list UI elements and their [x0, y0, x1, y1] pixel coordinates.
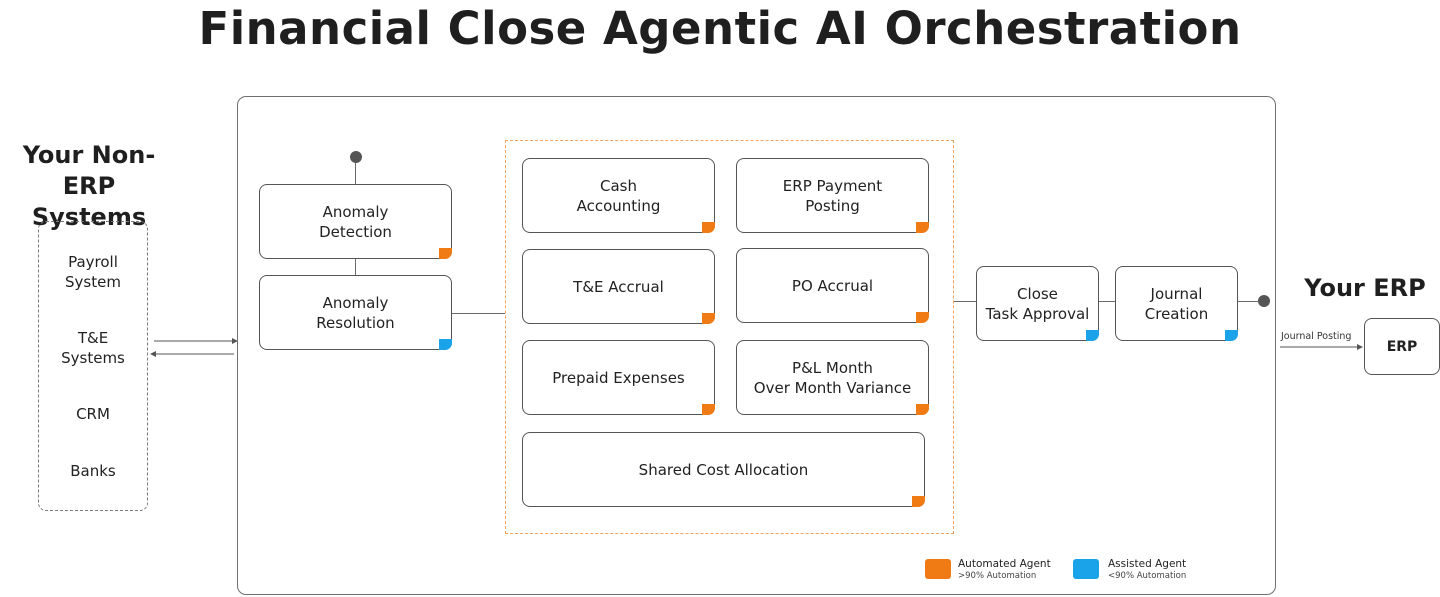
pl-variance-box[interactable]: P&L Month Over Month Variance: [736, 340, 929, 415]
automated-flag: [916, 222, 929, 233]
connector: [954, 301, 976, 302]
cash-accounting-label: Cash Accounting: [576, 176, 661, 215]
automated-agents-group: [505, 140, 954, 534]
assisted-flag: [439, 339, 452, 350]
journal-posting-arrow: [1280, 344, 1363, 350]
cash-accounting-box[interactable]: Cash Accounting: [522, 158, 715, 233]
erp-payment-posting-box[interactable]: ERP Payment Posting: [736, 158, 929, 233]
anomaly-detection-box[interactable]: Anomaly Detection: [259, 184, 452, 259]
erp-box-label: ERP: [1386, 338, 1418, 355]
erp-payment-posting-label: ERP Payment Posting: [782, 176, 883, 215]
orchestration-frame: [237, 96, 1276, 595]
shared-cost-allocation-box[interactable]: Shared Cost Allocation: [522, 432, 925, 507]
prepaid-expenses-label: Prepaid Expenses: [552, 368, 685, 387]
connector: [355, 259, 356, 275]
journal-creation-box[interactable]: Journal Creation: [1115, 266, 1238, 341]
automated-legend-swatch: [925, 559, 951, 579]
journal-creation-label: Journal Creation: [1144, 284, 1209, 323]
close-task-approval-label: Close Task Approval: [985, 284, 1090, 323]
pl-variance-label: P&L Month Over Month Variance: [753, 358, 912, 397]
source-te: T&E Systems: [61, 329, 125, 367]
source-payroll: Payroll System: [65, 253, 121, 291]
prepaid-expenses-box[interactable]: Prepaid Expenses: [522, 340, 715, 415]
te-accrual-box[interactable]: T&E Accrual: [522, 249, 715, 324]
diagram-title: Financial Close Agentic AI Orchestration: [198, 2, 1242, 55]
automated-flag: [702, 313, 715, 324]
close-task-approval-box[interactable]: Close Task Approval: [976, 266, 1099, 341]
assisted-legend-swatch: [1073, 559, 1099, 579]
erp-box[interactable]: ERP: [1364, 318, 1440, 375]
anomaly-resolution-box[interactable]: Anomaly Resolution: [259, 275, 452, 350]
automated-flag: [912, 496, 925, 507]
anomaly-detection-label: Anomaly Detection: [319, 202, 392, 241]
automated-flag: [439, 248, 452, 259]
shared-cost-allocation-label: Shared Cost Allocation: [638, 460, 809, 479]
po-accrual-box[interactable]: PO Accrual: [736, 248, 929, 323]
po-accrual-label: PO Accrual: [791, 276, 874, 295]
connector: [1099, 301, 1115, 302]
te-accrual-label: T&E Accrual: [573, 277, 664, 296]
assisted-flag: [1225, 330, 1238, 341]
automated-flag: [702, 404, 715, 415]
journal-posting-label: Journal Posting: [1281, 331, 1352, 342]
assisted-flag: [1086, 330, 1099, 341]
connector: [452, 313, 505, 314]
automated-flag: [916, 404, 929, 415]
start-node: [350, 151, 362, 163]
non-erp-systems-container: [38, 221, 148, 511]
connector: [1238, 301, 1258, 302]
automated-flag: [916, 312, 929, 323]
assisted-legend-label: Assisted Agent: [1108, 558, 1187, 570]
erp-title: Your ERP: [1304, 274, 1426, 302]
automated-flag: [702, 222, 715, 233]
bidirectional-arrows: [150, 338, 238, 357]
assisted-legend-sub: <90% Automation: [1108, 571, 1187, 581]
source-banks: Banks: [70, 462, 116, 480]
connector: [355, 163, 356, 184]
non-erp-title: Your Non-ERP Systems: [22, 141, 156, 231]
source-crm: CRM: [76, 405, 110, 423]
automated-legend-sub: >90% Automation: [958, 571, 1037, 581]
automated-legend-label: Automated Agent: [958, 558, 1051, 570]
anomaly-resolution-label: Anomaly Resolution: [316, 293, 395, 332]
end-node: [1258, 295, 1270, 307]
